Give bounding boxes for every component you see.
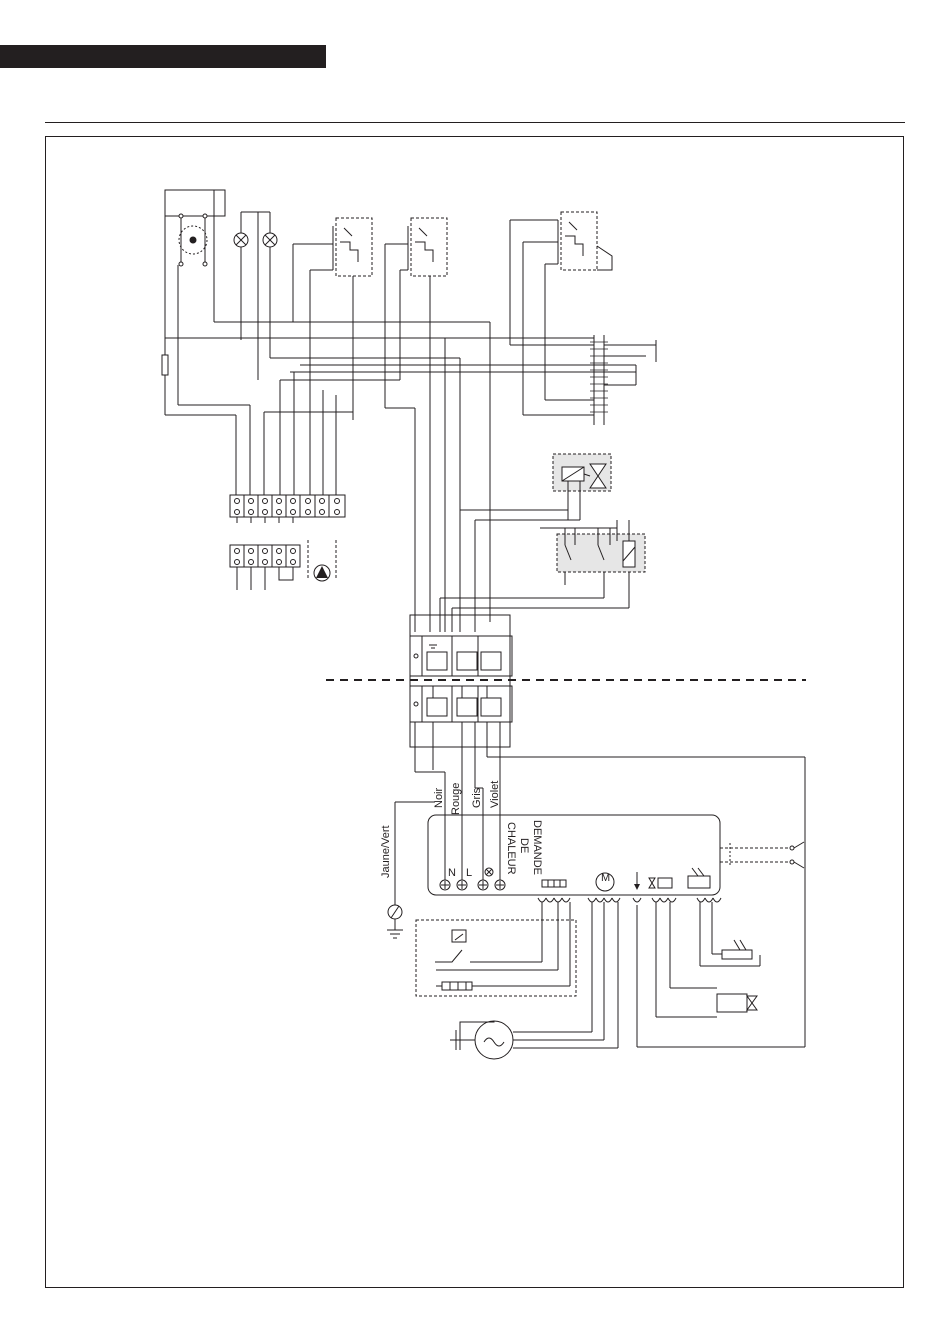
wire-label-jaune-vert: Jaune/Vert <box>380 825 392 878</box>
wire-label-rouge: Rouge <box>450 783 462 815</box>
fuse-icon <box>162 195 168 415</box>
control-board <box>428 815 804 895</box>
terminal-block-upper <box>230 495 345 523</box>
ionisation-sensor-icon <box>700 915 760 966</box>
thermostat-2 <box>385 218 447 410</box>
wire-label-noir: Noir <box>433 787 445 808</box>
rotary-selector-switch <box>165 190 225 266</box>
lamp-1-icon <box>234 212 248 340</box>
motor-mark: M <box>601 872 610 884</box>
connector-strip <box>590 335 608 425</box>
lamp-2-icon <box>241 212 277 380</box>
board-feed-wires <box>395 722 805 1047</box>
main-connector-upper <box>410 615 512 682</box>
heat-demand-label-line2: DE <box>518 838 530 853</box>
board-terminal-marks: N L M <box>448 867 610 884</box>
thermostat-1 <box>293 218 372 412</box>
heat-demand-label-line1: DEMANDE <box>531 820 543 875</box>
wire-label-gris: Gris <box>471 787 483 808</box>
thermostat-3 <box>510 212 612 415</box>
wire-label-violet: Violet <box>489 781 501 808</box>
safety-option-box <box>416 915 576 996</box>
heat-demand-label-line3: CHALEUR <box>505 822 517 875</box>
earth-ground-icon <box>387 905 403 938</box>
neutral-mark: N <box>448 867 456 879</box>
main-connector-lower <box>410 682 512 747</box>
pump-icon <box>314 565 330 581</box>
board-plug-connectors <box>538 898 721 915</box>
relay-box <box>440 510 645 632</box>
live-mark: L <box>466 867 472 879</box>
fan-motor-icon <box>450 915 618 1059</box>
